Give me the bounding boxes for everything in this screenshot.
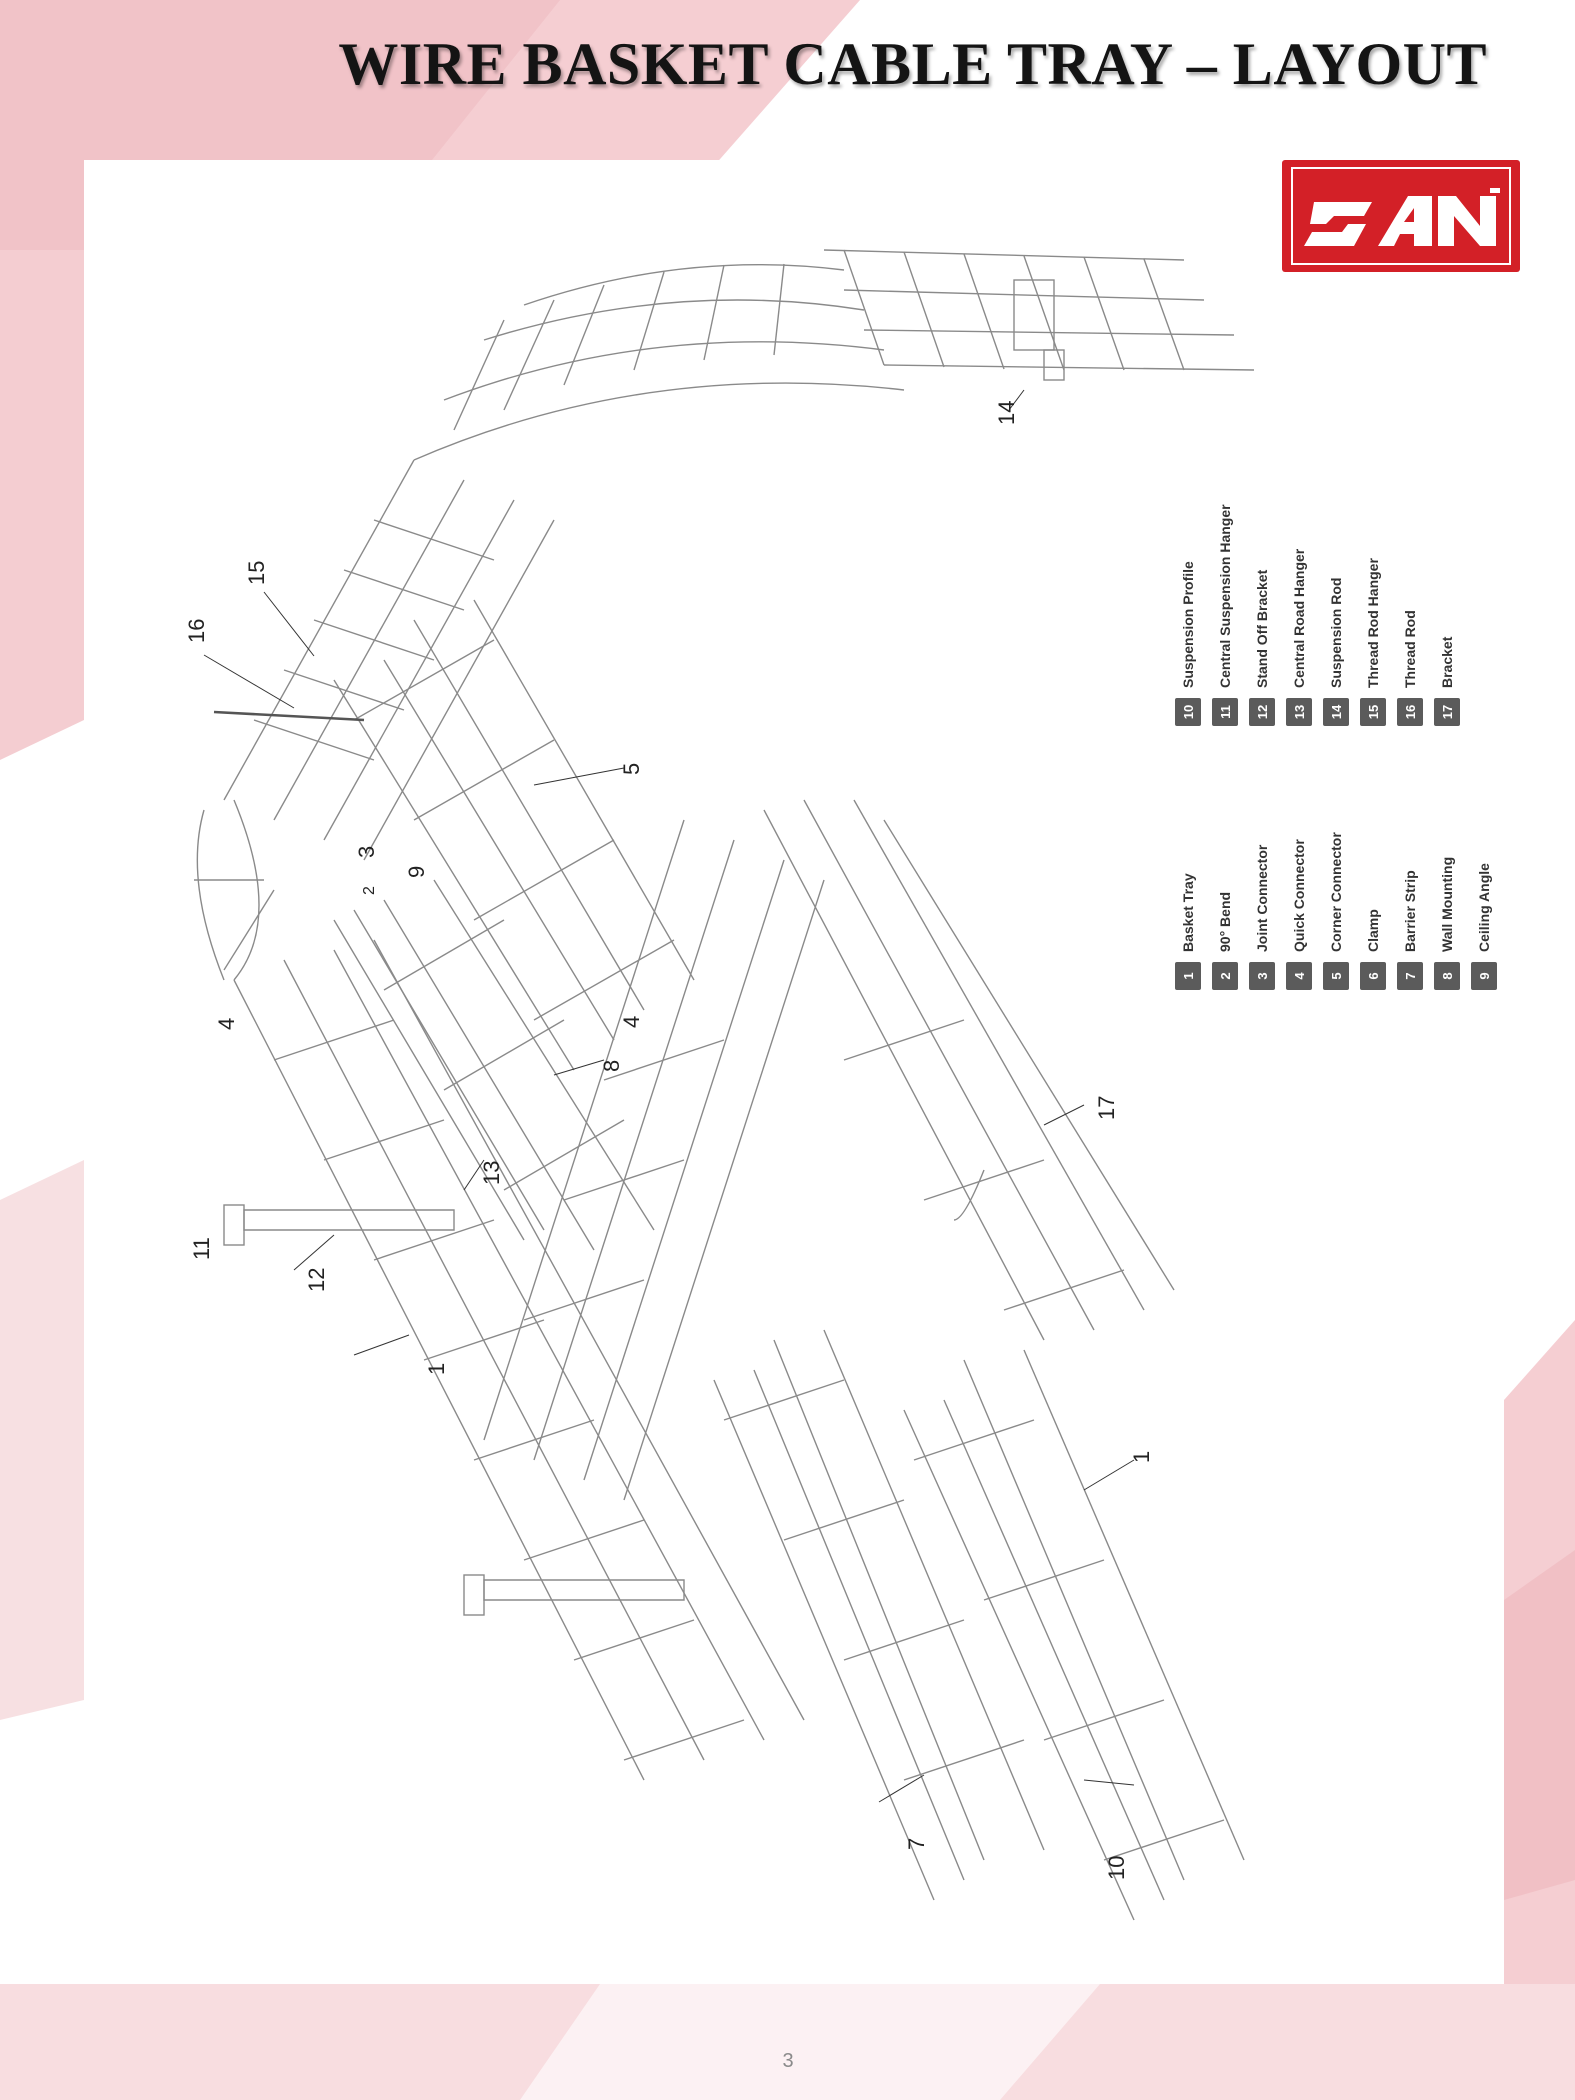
san-logo [1282, 160, 1520, 272]
callout-labels: 14 15 16 3 2 9 5 4 4 8 13 11 12 1 17 1 7… [184, 389, 1154, 1880]
callout-11: 11 [189, 1237, 214, 1260]
callout-7: 7 [878, 1774, 929, 1850]
main-diagonal-tray [223, 459, 555, 861]
callout-15: 15 [244, 561, 315, 657]
svg-text:12: 12 [304, 1268, 329, 1292]
callout-17: 17 [1043, 1096, 1119, 1126]
lower-left-tray [233, 939, 805, 1781]
callout-4-center: 4 [619, 1016, 644, 1028]
svg-text:4: 4 [619, 1016, 644, 1028]
svg-text:14: 14 [994, 401, 1019, 425]
left-bend [194, 799, 275, 981]
san-logo-mark [1291, 167, 1511, 265]
svg-text:13: 13 [479, 1161, 504, 1185]
tee-crossing-trays [483, 799, 1175, 1501]
svg-text:15: 15 [244, 561, 269, 585]
callout-1-right: 1 [1083, 1451, 1154, 1491]
svg-text:5: 5 [619, 763, 644, 775]
svg-text:3: 3 [354, 846, 379, 858]
callout-13: 13 [463, 1159, 504, 1191]
callout-4-left: 4 [214, 1018, 239, 1030]
callout-9: 9 [404, 866, 429, 878]
barrier-strip-tray [713, 1329, 1045, 1901]
svg-text:16: 16 [184, 619, 209, 643]
callout-14: 14 [994, 389, 1025, 425]
callout-16: 16 [184, 619, 295, 709]
svg-text:10: 10 [1104, 1856, 1129, 1880]
wall-mount-arms [223, 1204, 685, 1616]
suspension-profile-tray [903, 1349, 1245, 1921]
top-right-tray [823, 249, 1255, 381]
corner-connector-tray [333, 599, 695, 1071]
svg-text:11: 11 [189, 1237, 214, 1260]
content-panel [84, 160, 1504, 1984]
cable-tray-layout-diagram: 14 15 16 3 2 9 5 4 4 8 13 11 12 1 17 1 7… [184, 249, 1255, 1921]
callout-5: 5 [533, 763, 644, 786]
callout-3: 3 [354, 846, 379, 858]
callout-8: 8 [553, 1059, 624, 1076]
callout-12: 12 [293, 1234, 335, 1292]
svg-text:1: 1 [424, 1363, 449, 1375]
ceiling-angle-tray [333, 879, 655, 1251]
svg-text:7: 7 [904, 1838, 929, 1850]
callout-10: 10 [1083, 1779, 1135, 1880]
svg-text:1: 1 [1129, 1451, 1154, 1463]
svg-text:9: 9 [404, 866, 429, 878]
curved-bend-tray [413, 263, 905, 461]
svg-text:4: 4 [214, 1018, 239, 1030]
svg-text:8: 8 [599, 1060, 624, 1072]
callout-2: 2 [361, 886, 378, 895]
page-title: WIRE BASKET CABLE TRAY – LAYOUT [338, 31, 1487, 97]
page-number: 3 [782, 2050, 794, 2072]
callout-1-left: 1 [353, 1334, 449, 1375]
svg-text:2: 2 [361, 886, 378, 895]
svg-text:17: 17 [1094, 1096, 1119, 1120]
